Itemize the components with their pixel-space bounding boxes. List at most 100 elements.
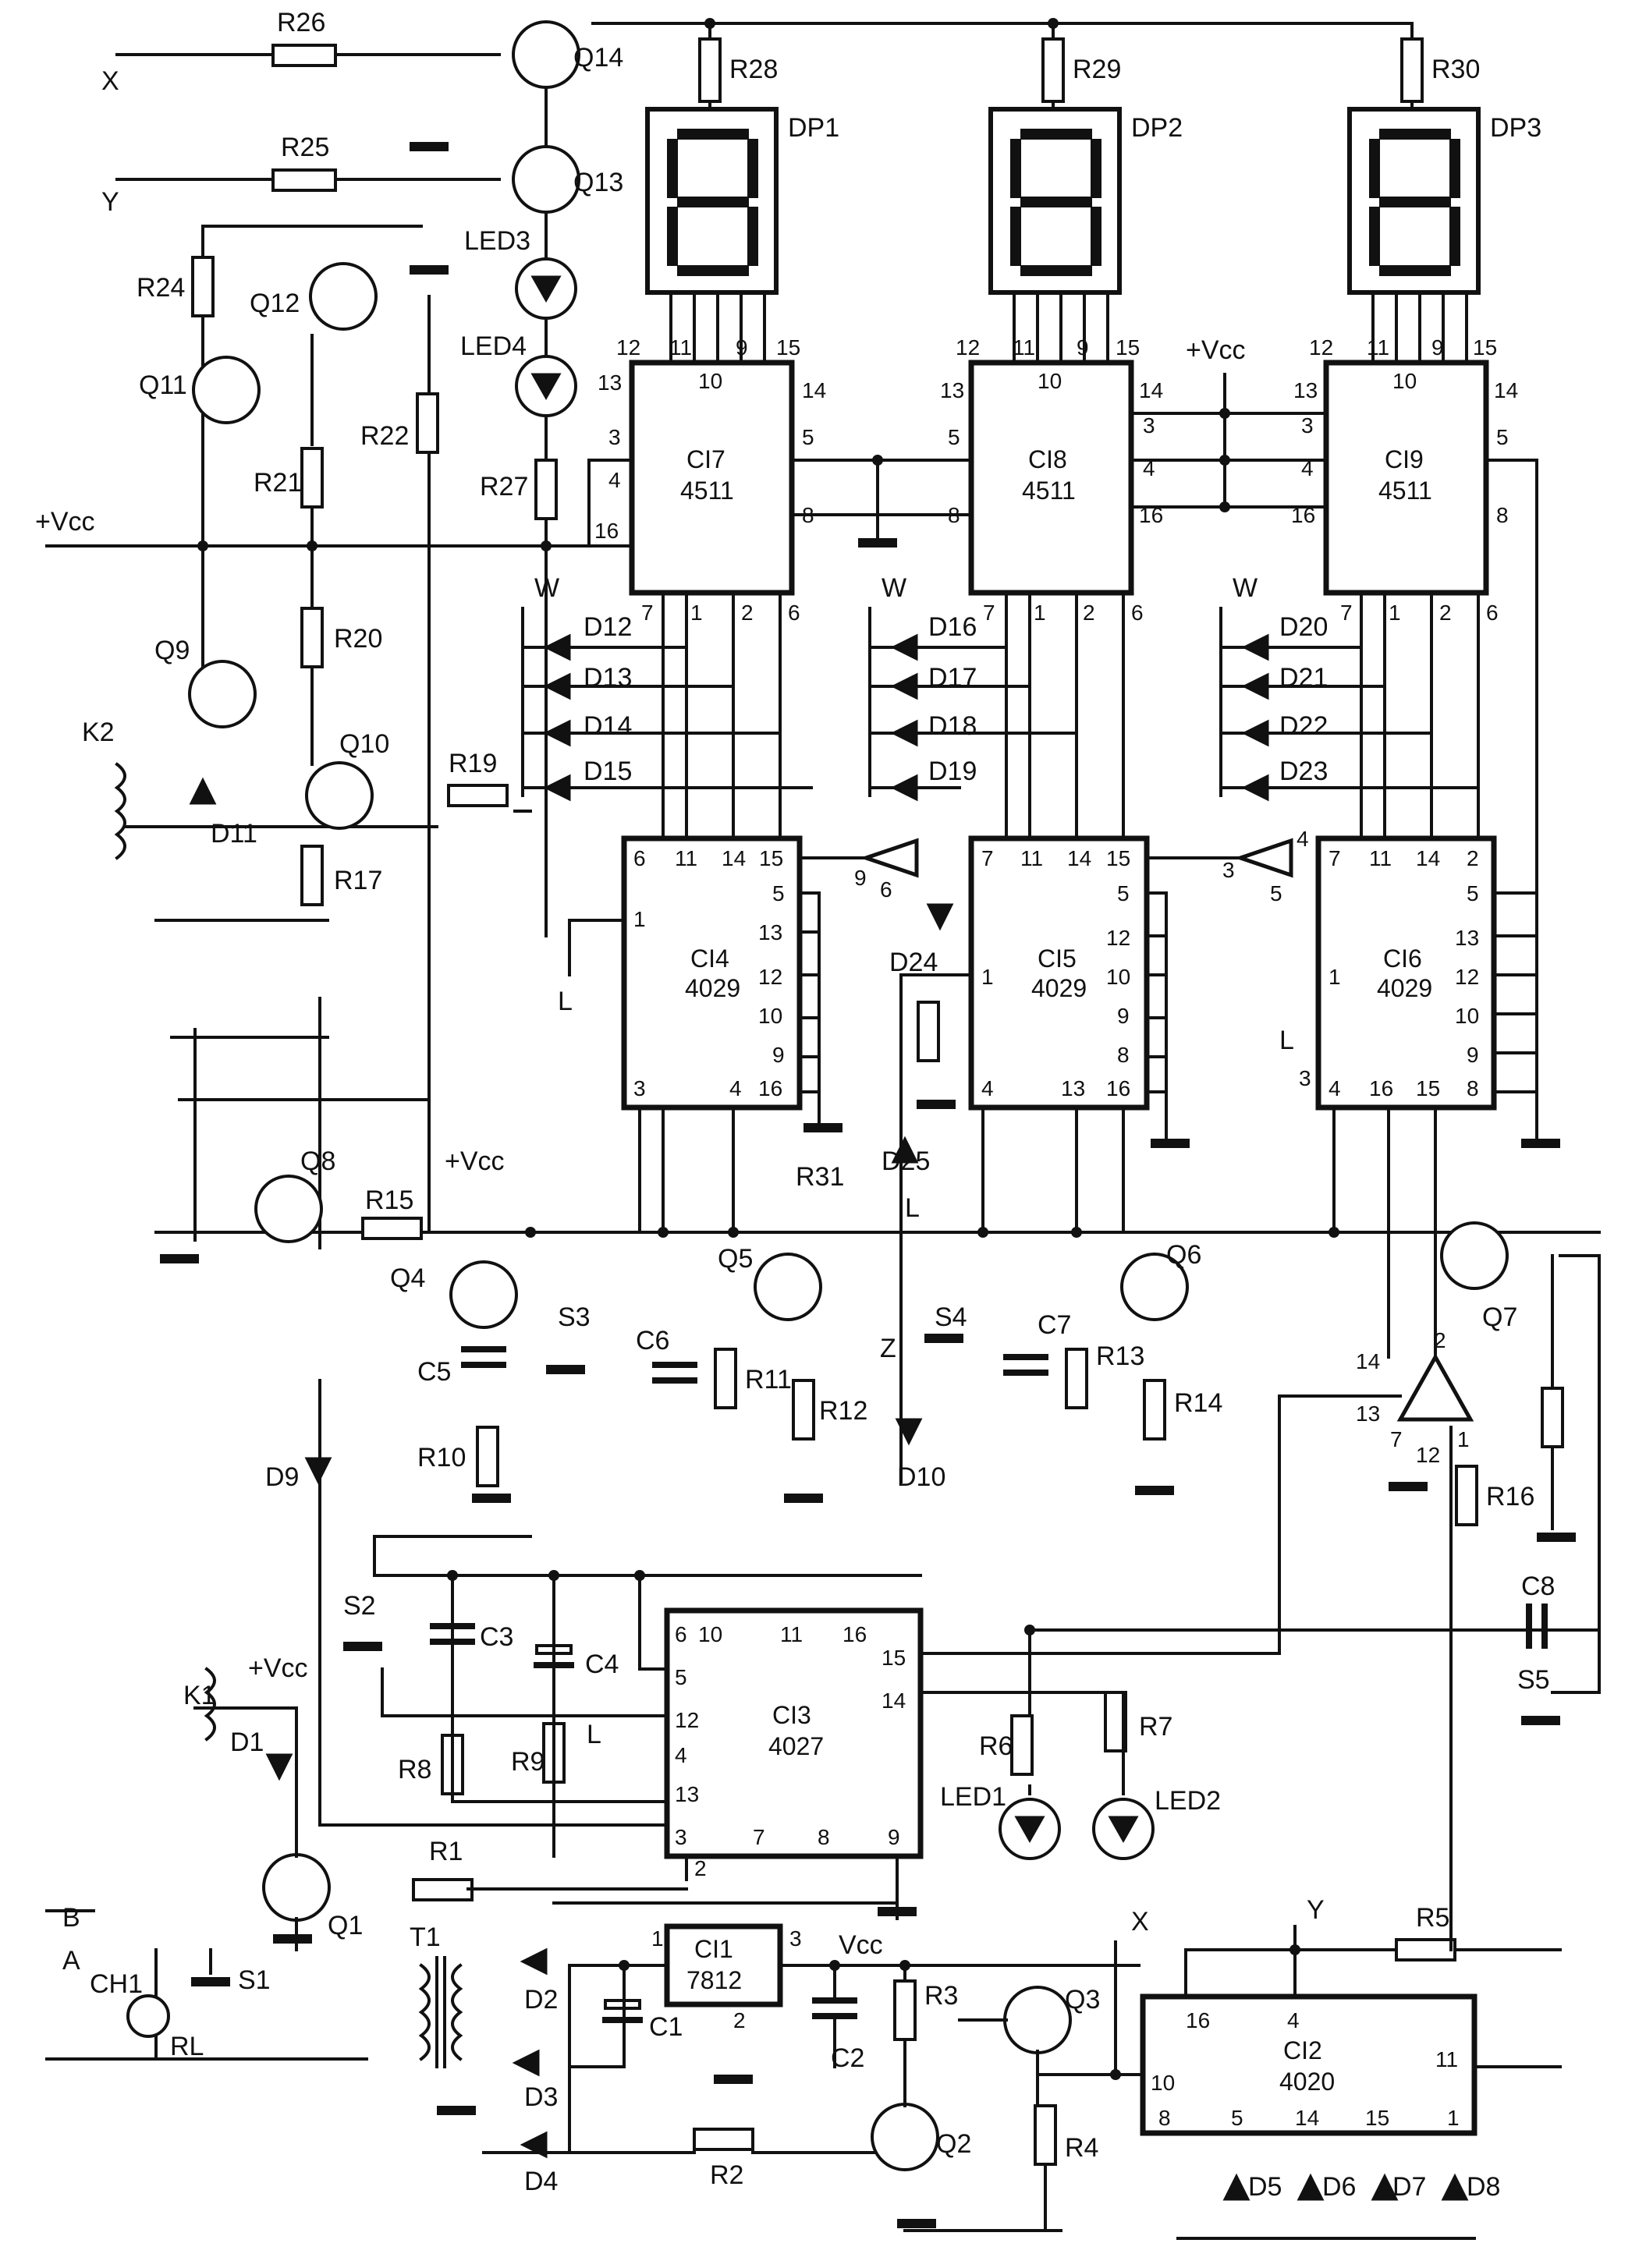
svg-text:11: 11 — [669, 335, 692, 360]
ci3-name: CI3 — [772, 1701, 811, 1729]
svg-text:D7: D7 — [1392, 2172, 1426, 2202]
svg-text:3: 3 — [633, 1076, 646, 1100]
ci4-name: CI4 — [690, 944, 729, 973]
ci3-part: 4027 — [768, 1732, 824, 1760]
display-dp2: DP2 — [988, 107, 1183, 295]
svg-text:C8: C8 — [1521, 1572, 1555, 1601]
svg-text:13: 13 — [758, 920, 782, 944]
x-label-bottom: X — [1131, 1907, 1149, 1937]
svg-text:Q1: Q1 — [328, 1911, 363, 1940]
svg-text:14: 14 — [722, 846, 746, 870]
svg-text:7: 7 — [983, 601, 995, 625]
ic-ci8: CI8 4511 12 11 9 15 10 13 14 5 8 3 4 16 … — [940, 335, 1163, 625]
svg-text:B: B — [62, 1903, 80, 1933]
svg-text:S2: S2 — [343, 1591, 376, 1621]
svg-text:2: 2 — [694, 1856, 707, 1880]
svg-text:R4: R4 — [1065, 2133, 1098, 2163]
svg-text:Q9: Q9 — [154, 636, 190, 665]
svg-text:10: 10 — [698, 369, 722, 393]
svg-text:R29: R29 — [1073, 55, 1121, 84]
y-label-bottom: Y — [1307, 1895, 1325, 1925]
svg-text:11: 11 — [1435, 2047, 1458, 2071]
svg-text:4: 4 — [675, 1743, 687, 1767]
svg-text:LED3: LED3 — [464, 226, 530, 256]
svg-text:C1: C1 — [649, 2012, 683, 2042]
svg-text:R6: R6 — [979, 1731, 1013, 1761]
svg-text:12: 12 — [616, 335, 640, 360]
svg-text:7: 7 — [1329, 846, 1341, 870]
dp3-label: DP3 — [1490, 113, 1541, 143]
svg-text:6: 6 — [675, 1622, 687, 1646]
svg-text:3: 3 — [1299, 1066, 1311, 1090]
svg-text:1: 1 — [981, 965, 994, 989]
svg-text:5: 5 — [675, 1665, 687, 1689]
svg-text:R15: R15 — [365, 1185, 413, 1215]
svg-text:2: 2 — [733, 2008, 746, 2032]
ci2-name: CI2 — [1283, 2036, 1322, 2064]
svg-text:R13: R13 — [1096, 1341, 1144, 1371]
svg-text:12: 12 — [1416, 1443, 1440, 1467]
display-dp3: DP3 — [1347, 107, 1541, 295]
svg-text:3: 3 — [1222, 858, 1235, 882]
svg-text:13: 13 — [1356, 1402, 1380, 1426]
svg-text:10: 10 — [1106, 965, 1130, 989]
svg-text:2: 2 — [1467, 846, 1479, 870]
svg-text:W: W — [882, 573, 906, 603]
svg-text:R10: R10 — [417, 1443, 466, 1472]
svg-text:R5: R5 — [1416, 1903, 1449, 1933]
svg-text:16: 16 — [1186, 2008, 1210, 2032]
svg-text:D16: D16 — [928, 612, 977, 642]
svg-text:11: 11 — [675, 846, 697, 870]
svg-text:D14: D14 — [584, 711, 632, 741]
svg-text:16: 16 — [843, 1622, 867, 1646]
display-decoder-wiring — [669, 100, 1468, 368]
counter-bus-wiring — [568, 856, 1538, 1483]
ci4-part: 4029 — [685, 974, 740, 1002]
svg-text:3: 3 — [789, 1926, 802, 1951]
svg-text:D8: D8 — [1467, 2172, 1500, 2202]
svg-text:11: 11 — [1369, 846, 1392, 870]
svg-text:D18: D18 — [928, 711, 977, 741]
svg-text:D23: D23 — [1279, 757, 1328, 786]
svg-text:13: 13 — [1455, 926, 1479, 950]
svg-text:D25: D25 — [882, 1146, 930, 1176]
svg-text:7: 7 — [641, 601, 654, 625]
ic-ci3: CI3 4027 6 10 11 16 5 12 4 13 3 7 8 9 15… — [664, 1607, 924, 1880]
svg-text:6: 6 — [1486, 601, 1499, 625]
svg-text:8: 8 — [1467, 1076, 1479, 1100]
svg-text:C3: C3 — [480, 1622, 513, 1652]
svg-text:5: 5 — [1231, 2106, 1243, 2130]
ci6-part: 4029 — [1377, 974, 1432, 1002]
svg-text:8: 8 — [1117, 1043, 1130, 1067]
ic-ci5: CI5 4029 7 11 14 15 1 5 12 10 9 8 4 13 1… — [968, 835, 1150, 1111]
svg-text:Q4: Q4 — [390, 1263, 425, 1293]
svg-text:Q13: Q13 — [573, 168, 623, 197]
svg-text:1: 1 — [1389, 601, 1401, 625]
svg-text:15: 15 — [1365, 2106, 1389, 2130]
svg-text:5: 5 — [1117, 881, 1130, 905]
svg-text:R12: R12 — [819, 1396, 867, 1426]
svg-text:D11: D11 — [211, 819, 257, 849]
svg-text:9: 9 — [1117, 1004, 1130, 1028]
svg-text:D4: D4 — [524, 2167, 558, 2196]
svg-text:C4: C4 — [585, 1650, 619, 1679]
svg-text:9: 9 — [772, 1043, 785, 1067]
svg-text:K2: K2 — [82, 718, 115, 747]
svg-text:15: 15 — [1106, 846, 1130, 870]
svg-text:15: 15 — [776, 335, 800, 360]
svg-text:15: 15 — [882, 1646, 906, 1670]
l-label-ci4: L — [558, 987, 573, 1016]
svg-text:9: 9 — [1431, 335, 1444, 360]
svg-text:4: 4 — [981, 1076, 994, 1100]
svg-text:Q6: Q6 — [1166, 1240, 1201, 1270]
svg-text:LED2: LED2 — [1155, 1786, 1221, 1816]
svg-text:15: 15 — [1473, 335, 1497, 360]
svg-text:13: 13 — [598, 370, 622, 395]
l-label-ci6: L — [1279, 1026, 1294, 1055]
svg-text:C2: C2 — [831, 2043, 864, 2073]
svg-text:S5: S5 — [1517, 1665, 1550, 1695]
svg-text:D2: D2 — [524, 1985, 558, 2015]
svg-text:D19: D19 — [928, 757, 977, 786]
svg-text:D1: D1 — [230, 1728, 264, 1757]
svg-text:D5: D5 — [1248, 2172, 1282, 2202]
